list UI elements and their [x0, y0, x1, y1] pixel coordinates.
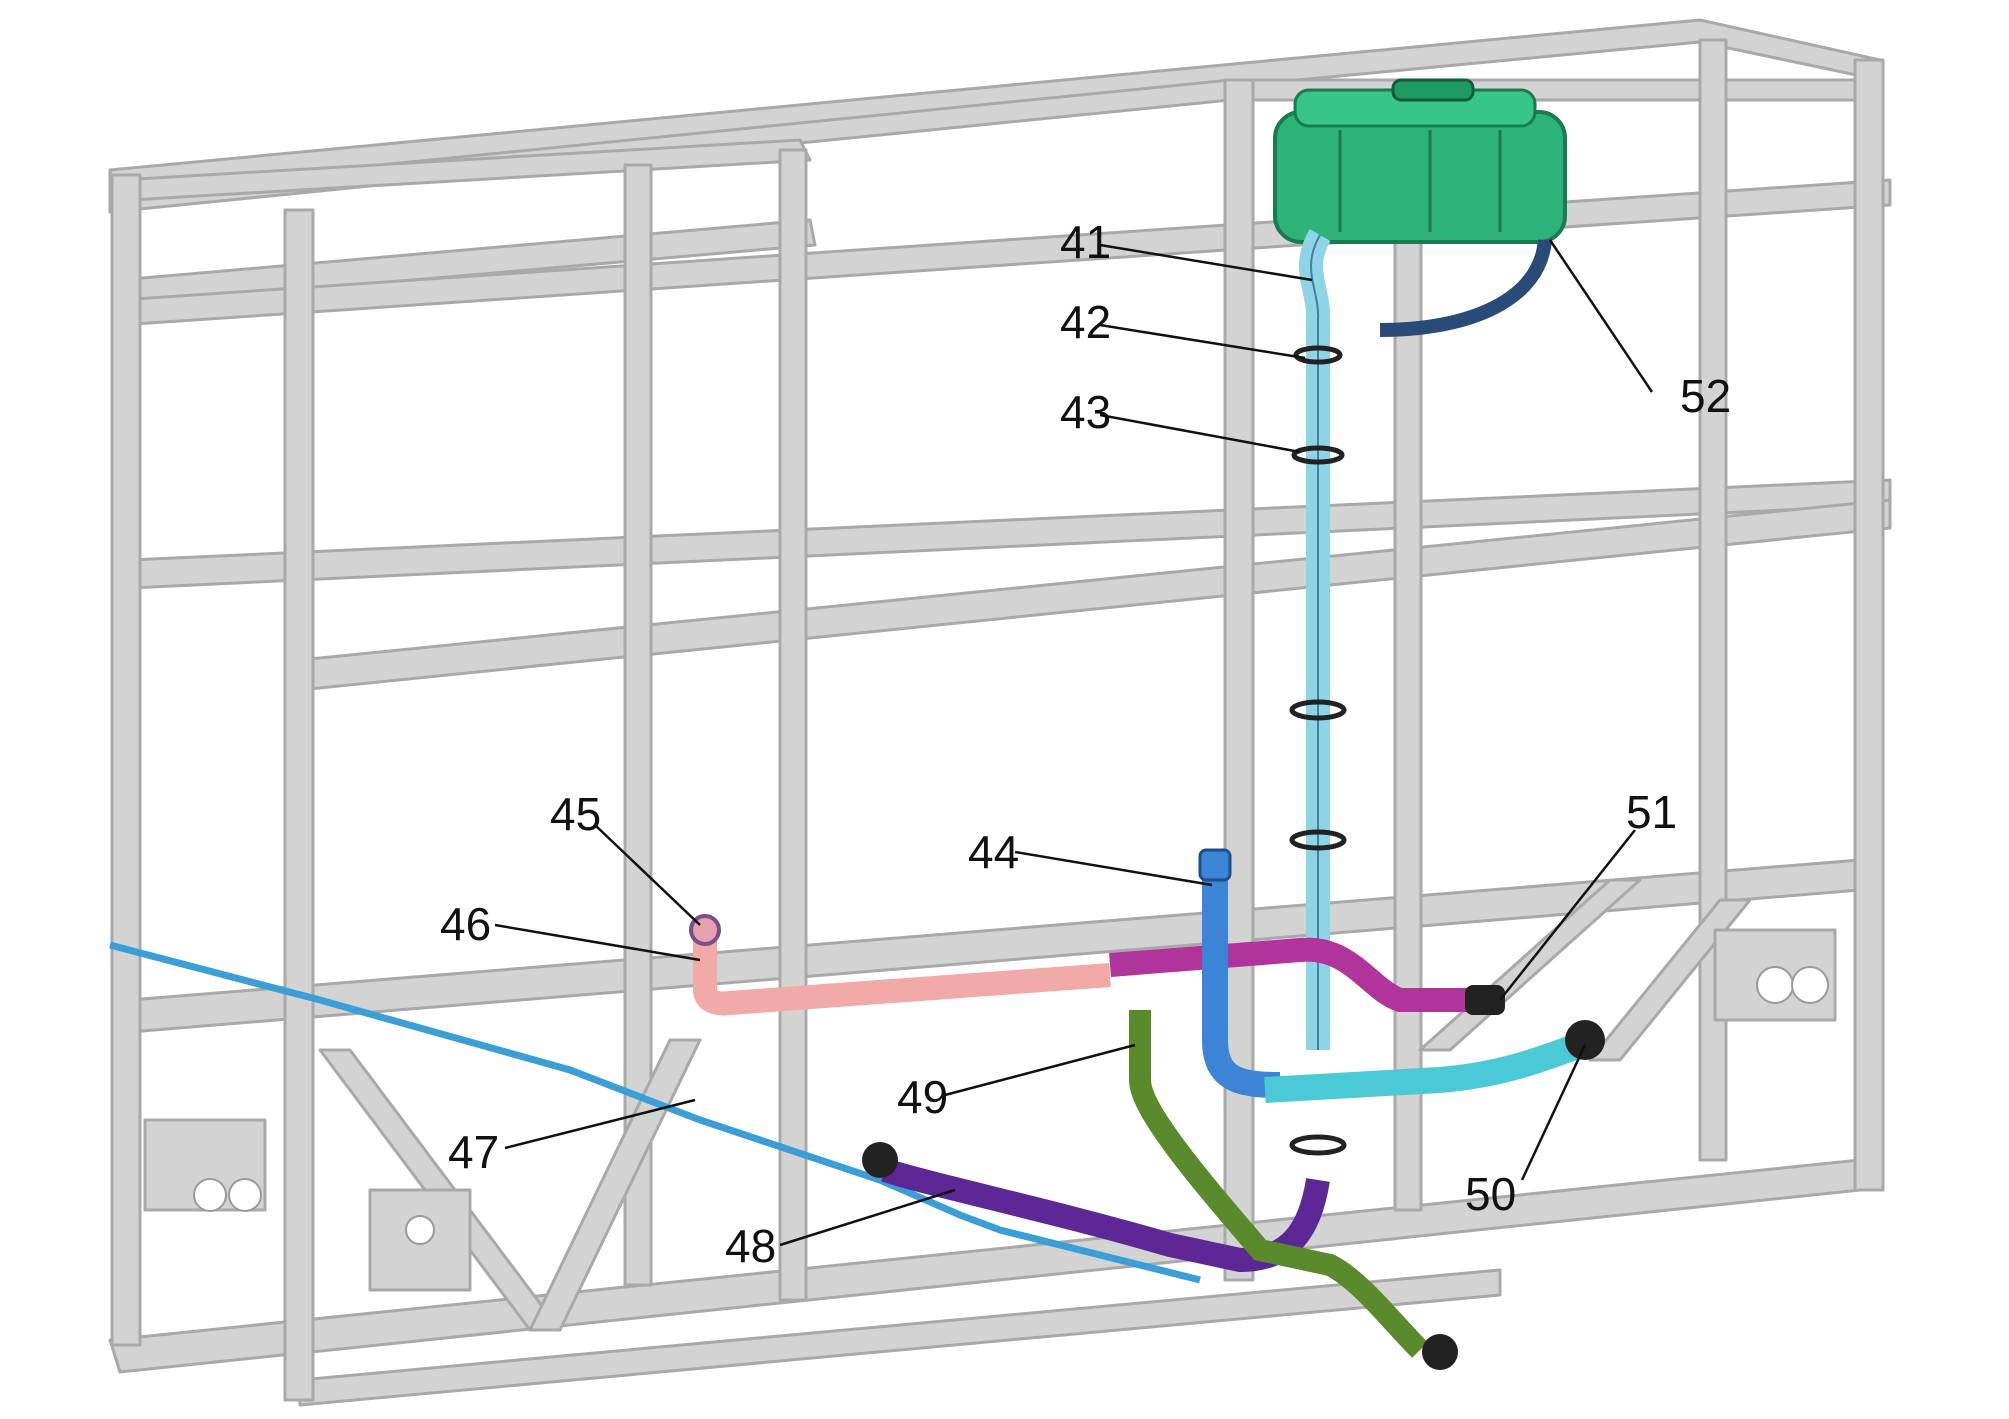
- frame-holes: [193, 966, 1829, 1245]
- clamp: [1289, 699, 1347, 721]
- frame-low-rail-1: [128, 858, 1862, 1034]
- frame-post-8: [1853, 58, 1885, 1192]
- frame-post-1: [110, 173, 142, 1347]
- leader-51: [1499, 829, 1636, 1001]
- leader-47: [504, 1098, 696, 1150]
- tank-cap: [1391, 78, 1475, 102]
- tank-return-hose: [1379, 239, 1552, 337]
- purple-pipe: [881, 1158, 1330, 1273]
- leader-43: [1099, 413, 1301, 454]
- magenta-pipe: [1109, 937, 1480, 1012]
- tank-body: [1273, 110, 1567, 244]
- leader-45: [594, 824, 701, 926]
- cyan-pipe: [1264, 1032, 1585, 1103]
- frame-brace-2: [528, 1038, 702, 1332]
- callout-50: 50: [1465, 1168, 1516, 1220]
- callout-42: 42: [1060, 296, 1111, 348]
- frame-post-7: [1698, 38, 1728, 1162]
- leader-50: [1520, 1044, 1587, 1181]
- callout-49: 49: [897, 1071, 948, 1123]
- purple-pipe-end: [862, 1142, 898, 1178]
- callout-46: 46: [440, 898, 491, 950]
- frame-post-4: [778, 148, 808, 1302]
- riser-clamps: [1289, 345, 1347, 1156]
- frame-post-6: [1393, 98, 1423, 1212]
- frame-post-2: [283, 208, 315, 1402]
- green-pipe: [1129, 1010, 1428, 1358]
- frame-brace-4: [1588, 898, 1752, 1062]
- frame-hole: [405, 1215, 435, 1245]
- thin-coolant-line: [109, 941, 1201, 1284]
- frame-hole: [228, 1178, 262, 1212]
- frame-mid-rail-3: [118, 178, 1892, 327]
- expansion-tank: [1273, 78, 1567, 244]
- green-pipe-end: [1422, 1334, 1458, 1370]
- leader-52: [1548, 239, 1654, 393]
- callout-43: 43: [1060, 386, 1111, 438]
- clamp: [1289, 1134, 1347, 1156]
- callout-leaders: [494, 239, 1654, 1247]
- callout-44: 44: [968, 826, 1019, 878]
- callout-47: 47: [448, 1126, 499, 1178]
- blue-pipe-cap: [1198, 848, 1232, 882]
- leader-49: [944, 1043, 1136, 1097]
- cyan-pipe-end: [1565, 1020, 1605, 1060]
- leader-46: [494, 923, 701, 962]
- pink-pipe: [693, 935, 1111, 1016]
- frame-post-5: [1223, 78, 1255, 1282]
- leader-41: [1099, 243, 1313, 282]
- magenta-pipe-end: [1465, 985, 1505, 1015]
- leader-44: [1014, 850, 1213, 887]
- callout-41: 41: [1060, 216, 1111, 268]
- leader-48: [779, 1188, 956, 1247]
- callout-52: 52: [1680, 370, 1731, 422]
- frame-hole: [1791, 966, 1829, 1004]
- riser-hose-outline: [1310, 234, 1321, 1050]
- callout-51: 51: [1626, 786, 1677, 838]
- clamp: [1289, 829, 1347, 851]
- clamp: [1293, 345, 1343, 365]
- clamp: [1291, 445, 1345, 465]
- callout-labels: 41 42 43 44 45 46 47 48 49 50 51 52: [440, 216, 1731, 1272]
- callout-48: 48: [725, 1220, 776, 1272]
- frame-hole: [1756, 966, 1794, 1004]
- leader-42: [1099, 323, 1306, 360]
- frame-hole: [193, 1178, 227, 1212]
- callout-45: 45: [550, 788, 601, 840]
